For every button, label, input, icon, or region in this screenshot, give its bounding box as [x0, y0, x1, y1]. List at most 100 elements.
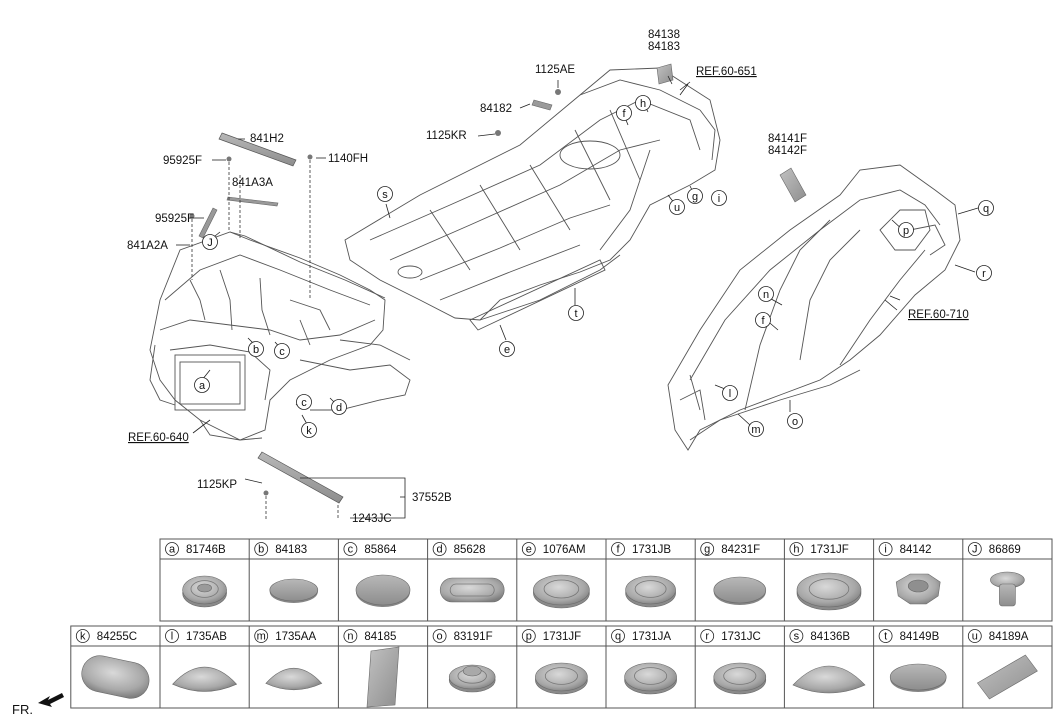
part-letter-circle — [700, 629, 715, 643]
part-letter-circle — [343, 542, 358, 556]
part-letter-circle — [254, 542, 269, 556]
callout-b: b — [248, 341, 264, 357]
part-number: 84255C — [97, 631, 137, 643]
callout-letter: h — [640, 98, 646, 110]
part-image-J — [990, 571, 1025, 607]
part-letter: u — [972, 631, 978, 643]
part-number: 84142 — [900, 544, 932, 556]
part-image-a — [182, 575, 227, 608]
callout-d: d — [331, 399, 347, 415]
part-letter: s — [794, 631, 800, 643]
callout-letter: u — [674, 202, 680, 214]
callout-letter: n — [763, 289, 769, 301]
part-image-q — [624, 662, 677, 695]
part-letter: k — [80, 631, 86, 643]
ref-60-640: REF.60-640 — [128, 432, 189, 444]
part-letter-circle — [343, 629, 358, 643]
part-letter: t — [884, 631, 887, 643]
label-84141f: 84141F — [768, 133, 807, 145]
front-direction-label: FR. — [12, 702, 33, 717]
part-number: 1731JF — [810, 544, 848, 556]
callout-letter: J — [207, 237, 213, 249]
callout-u: u — [669, 199, 685, 215]
part-image-b — [269, 578, 319, 603]
part-letter: d — [437, 544, 443, 556]
front-structure-drawing — [149, 132, 411, 520]
callout-letter: f — [622, 108, 626, 120]
label-841h2: 841H2 — [250, 133, 284, 145]
callout-letter: a — [199, 380, 206, 392]
callout-letter: f — [761, 315, 765, 327]
callout-r: r — [976, 265, 992, 281]
callout-t: t — [568, 305, 584, 321]
callout-k: k — [301, 422, 317, 438]
part-cell-g: g 84231F — [694, 539, 767, 621]
part-letter-circle — [878, 629, 893, 643]
leader-lines — [176, 75, 979, 519]
callout-i: i — [711, 190, 727, 206]
callout-letter: e — [504, 344, 510, 356]
part-image-i — [895, 573, 941, 605]
part-letter-circle — [967, 542, 982, 556]
part-letter: g — [704, 544, 710, 556]
callout-c2: c — [296, 394, 312, 410]
part-letter: r — [705, 631, 709, 643]
part-number: 84231F — [721, 544, 760, 556]
part-letter-circle — [432, 629, 447, 643]
callout-o: o — [787, 413, 803, 429]
part-image-t — [889, 663, 947, 692]
label-84182: 84182 — [480, 103, 512, 115]
label-1125ae: 1125AE — [535, 64, 575, 76]
part-letter: b — [258, 544, 264, 556]
callout-letter: c — [301, 397, 307, 409]
part-number: 1731JB — [632, 544, 671, 556]
callout-letter: p — [903, 225, 909, 237]
callout-f: f — [616, 105, 632, 121]
part-cell-J: J 86869 — [962, 539, 1025, 621]
part-letter: m — [257, 631, 266, 643]
part-number: 1731JC — [721, 631, 761, 643]
callout-letter: l — [729, 388, 731, 400]
label-1243jc: 1243JC — [352, 513, 392, 525]
part-number: 1076AM — [543, 544, 586, 556]
part-number: 1731JF — [543, 631, 581, 643]
part-image-o — [448, 664, 496, 693]
part-letter-circle — [878, 542, 893, 556]
part-cell-r: r 1731JC — [694, 626, 767, 708]
callout-letter: r — [982, 268, 986, 280]
part-letter: e — [526, 544, 532, 556]
part-number: 1735AA — [275, 631, 316, 643]
part-letter: p — [526, 631, 532, 643]
part-number: 85864 — [364, 544, 397, 556]
part-number: 86869 — [989, 544, 1021, 556]
label-37552b: 37552B — [412, 492, 452, 504]
label-841a2a: 841A2A — [127, 240, 168, 252]
callout-letter: g — [692, 191, 698, 203]
callout-l: l — [722, 385, 738, 401]
label-95925f-upper: 95925F — [163, 155, 202, 167]
part-letter-circle — [521, 629, 536, 643]
callout-c: c — [274, 343, 290, 359]
label-84142f: 84142F — [768, 145, 807, 157]
callout-h: h — [635, 95, 651, 111]
label-1125kr: 1125KR — [426, 130, 467, 142]
part-labels: 84138 84183 REF.60-651 1125AE 84182 1125… — [12, 29, 969, 717]
label-95925f-lower: 95925F — [155, 213, 194, 225]
part-letter: a — [169, 544, 176, 556]
part-letter: q — [615, 631, 621, 643]
callout-s: s — [377, 186, 393, 202]
part-letter-circle — [611, 629, 625, 643]
part-letter: J — [972, 544, 978, 556]
part-number: 83191F — [454, 631, 493, 643]
part-image-l — [172, 666, 238, 692]
callout-e: e — [499, 341, 515, 357]
